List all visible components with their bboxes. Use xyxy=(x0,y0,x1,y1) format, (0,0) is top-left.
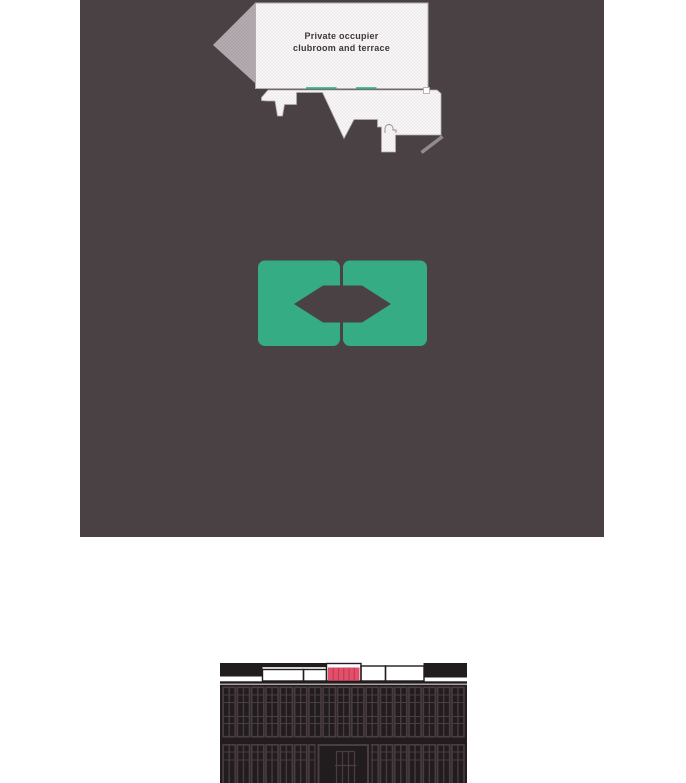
highlighted-floor-dividers xyxy=(332,667,355,681)
rooftop-block-left xyxy=(220,663,263,677)
building-core-shape xyxy=(294,285,391,323)
roof-plan-group xyxy=(213,2,444,154)
rooftop-outline-box-4 xyxy=(384,665,425,682)
plan-accent-segment-right xyxy=(356,87,377,90)
rooftop-outline-box-3 xyxy=(360,665,387,682)
clubroom-terrace-plan xyxy=(255,2,429,89)
plan-notch-square xyxy=(423,87,430,94)
rooftop-strip xyxy=(220,663,327,668)
plan-accent-segment-left xyxy=(306,87,337,90)
entrance-backing xyxy=(315,742,371,783)
terrace-arrow-shape xyxy=(213,3,255,83)
rooftop-outline-box-2 xyxy=(302,668,328,682)
roof-level-plan xyxy=(261,89,442,153)
clubroom-label-line2: clubroom and terrace xyxy=(292,42,391,53)
entrance-door xyxy=(317,744,369,783)
floorplate-group xyxy=(258,260,427,346)
rooftop-outline-box-1 xyxy=(261,668,305,682)
site-plan-panel xyxy=(80,0,604,537)
plan-corner-shadow xyxy=(420,135,444,154)
plan-stair-detail xyxy=(384,124,397,133)
clubroom-label-line1: Private occupier xyxy=(304,31,379,41)
facade-upper-windows xyxy=(222,686,465,738)
highlighted-floor-marker[interactable] xyxy=(328,667,360,681)
rooftop-block-right xyxy=(423,663,467,678)
clubroom-label: Private occupier clubroom and terrace xyxy=(255,31,428,54)
elevation-group xyxy=(220,662,467,783)
facade-parapet-line xyxy=(220,681,467,684)
